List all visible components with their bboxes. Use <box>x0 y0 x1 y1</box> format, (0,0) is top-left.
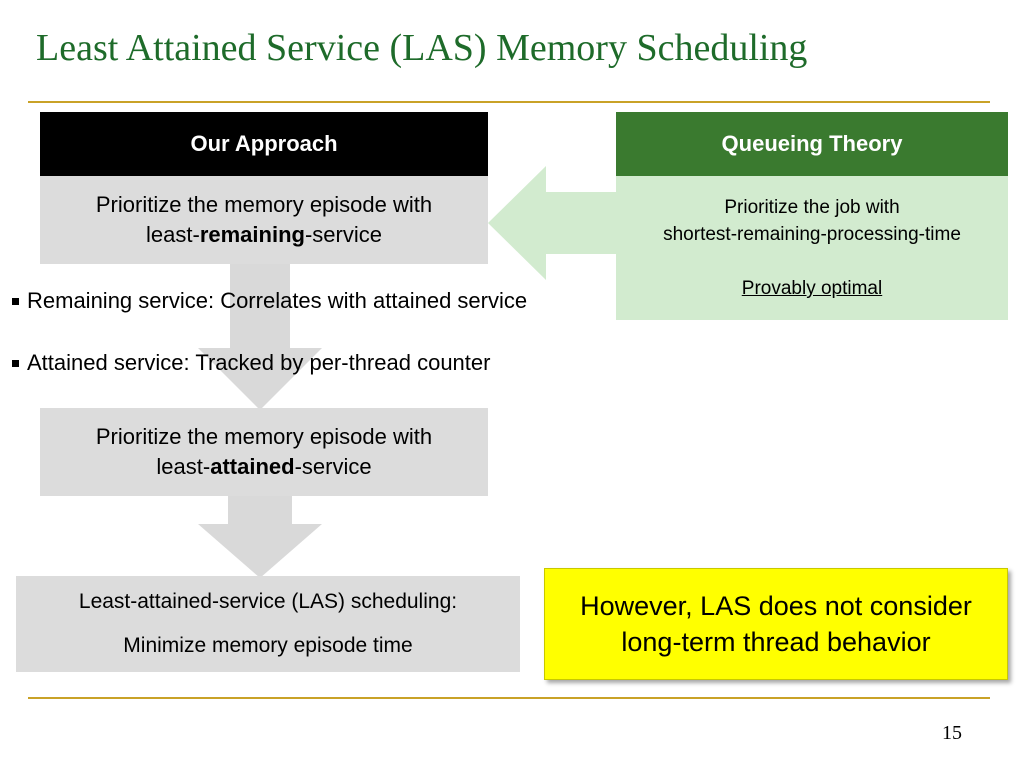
attained-suffix: -service <box>294 454 372 479</box>
remaining-bold: remaining <box>199 222 305 247</box>
bottom-divider <box>28 697 990 699</box>
top-divider <box>28 101 990 103</box>
attained-service-line2: least-attained-service <box>156 452 371 482</box>
callout-line1: However, LAS does not consider <box>580 591 972 621</box>
attained-service-line1: Prioritize the memory episode with <box>95 424 433 449</box>
bullet-attained-service: Attained service: Tracked by per-thread … <box>12 350 490 376</box>
queueing-theory-header-label: Queueing Theory <box>721 131 903 156</box>
las-scheduling-line2: Minimize memory episode time <box>123 634 413 657</box>
bullet-marker <box>12 297 19 305</box>
bullet-remaining-service: Remaining service: Correlates with attai… <box>12 288 527 314</box>
provably-optimal-link[interactable]: Provably optimal <box>741 278 883 299</box>
down-arrow-2 <box>198 494 322 578</box>
remaining-suffix: -service <box>304 222 382 247</box>
page-number: 15 <box>942 722 962 744</box>
bullet-text: Remaining service: Correlates with attai… <box>27 288 528 313</box>
remaining-service-line1: Prioritize the memory episode with <box>95 192 433 217</box>
attained-bold: attained <box>210 454 295 479</box>
our-approach-header: Our Approach <box>40 112 488 176</box>
attained-prefix: least- <box>156 454 211 479</box>
remaining-service-box: Prioritize the memory episode with least… <box>40 176 488 264</box>
las-scheduling-box: Least-attained-service (LAS) scheduling:… <box>16 576 520 672</box>
down-arrow-1 <box>198 262 322 410</box>
slide-title: Least Attained Service (LAS) Memory Sche… <box>36 27 808 69</box>
bullet-marker <box>12 359 19 367</box>
las-scheduling-line1: Least-attained-service (LAS) scheduling: <box>78 590 458 613</box>
queueing-line1: Prioritize the job with <box>724 197 900 218</box>
queueing-line2: shortest-remaining-processing-time <box>663 224 961 245</box>
queueing-theory-header: Queueing Theory <box>616 112 1008 176</box>
left-arrow <box>488 166 618 280</box>
our-approach-header-label: Our Approach <box>190 131 338 156</box>
bullet-text: Attained service: Tracked by per-thread … <box>27 350 491 375</box>
remaining-service-line2: least-remaining-service <box>146 220 382 250</box>
queueing-theory-box: Prioritize the job with shortest-remaini… <box>616 176 1008 320</box>
callout-line2: long-term thread behavior <box>621 627 931 657</box>
las-limitation-callout: However, LAS does not consider long-term… <box>544 568 1008 680</box>
attained-service-box: Prioritize the memory episode with least… <box>40 408 488 496</box>
remaining-prefix: least- <box>146 222 200 247</box>
